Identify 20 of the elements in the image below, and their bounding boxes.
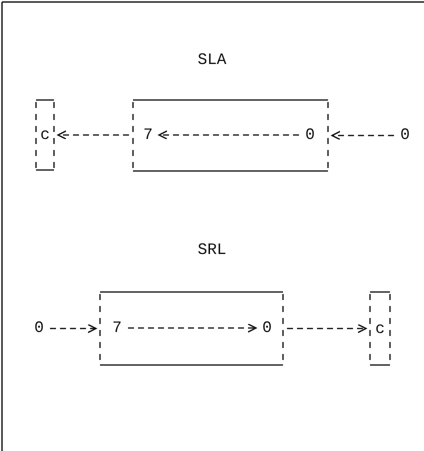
bit-number: 7 [141,125,155,145]
operation-title: SLA [198,52,226,68]
bit-number: 0 [260,318,274,338]
register-box [100,292,283,365]
carry-flag-label: c [40,127,50,143]
input-bit: 0 [398,125,412,145]
operation-title: SRL [198,242,226,258]
carry-flag-box [36,100,54,170]
arrow [128,323,257,333]
input-bit: 0 [32,318,46,338]
arrow [50,324,97,334]
bit-number: 7 [110,318,124,338]
bit-number: 0 [303,125,317,145]
carry-flag-label: c [375,320,385,336]
register-box [133,100,328,171]
arrow [287,324,367,334]
arrow [57,130,129,140]
arrow [331,130,394,140]
arrow [158,130,299,140]
carry-flag-box [370,292,390,365]
